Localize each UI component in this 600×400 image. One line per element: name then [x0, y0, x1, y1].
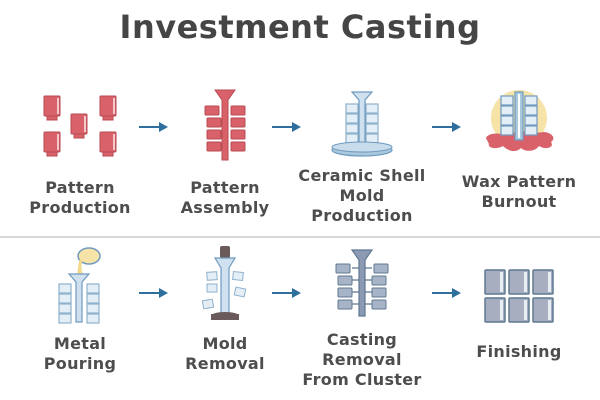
step-label: Wax Pattern Burnout — [461, 172, 577, 211]
mold-removal-icon — [201, 246, 247, 320]
arrow-right-icon — [272, 288, 301, 298]
step-mold-removal: Mold Removal — [160, 244, 290, 374]
wax-burnout-icon — [486, 90, 554, 152]
step-label: Metal Pouring — [43, 334, 117, 373]
diagram-title: Investment Casting — [119, 8, 481, 46]
step-label: Pattern Production — [29, 178, 131, 217]
step-metal-pouring: Metal Pouring — [15, 244, 145, 374]
step-pattern-production: Pattern Production — [15, 92, 145, 218]
step-label: Ceramic Shell Mold Production — [298, 166, 426, 225]
step-label: Casting Removal From Cluster — [302, 330, 422, 389]
step-casting-removal: Casting Removal From Cluster — [297, 248, 427, 390]
arrow-right-icon — [139, 122, 168, 132]
step-ceramic-shell: Ceramic Shell Mold Production — [297, 88, 427, 226]
arrow-right-icon — [139, 288, 168, 298]
wax-tree-icon — [204, 89, 246, 161]
finished-parts-icon — [484, 269, 554, 323]
arrow-right-icon — [432, 122, 461, 132]
step-pattern-assembly: Pattern Assembly — [160, 88, 290, 218]
step-label: Mold Removal — [185, 334, 265, 373]
arrow-right-icon — [272, 122, 301, 132]
wax-patterns-icon — [43, 95, 117, 157]
arrow-right-icon — [432, 288, 461, 298]
step-label: Finishing — [476, 342, 562, 361]
step-wax-burnout: Wax Pattern Burnout — [454, 88, 584, 212]
ceramic-shell-icon — [331, 91, 393, 157]
casting-cluster-icon — [335, 249, 389, 317]
step-label: Pattern Assembly — [180, 178, 270, 217]
step-finishing: Finishing — [454, 268, 584, 362]
row-divider — [0, 236, 600, 238]
metal-pouring-icon — [58, 247, 101, 324]
